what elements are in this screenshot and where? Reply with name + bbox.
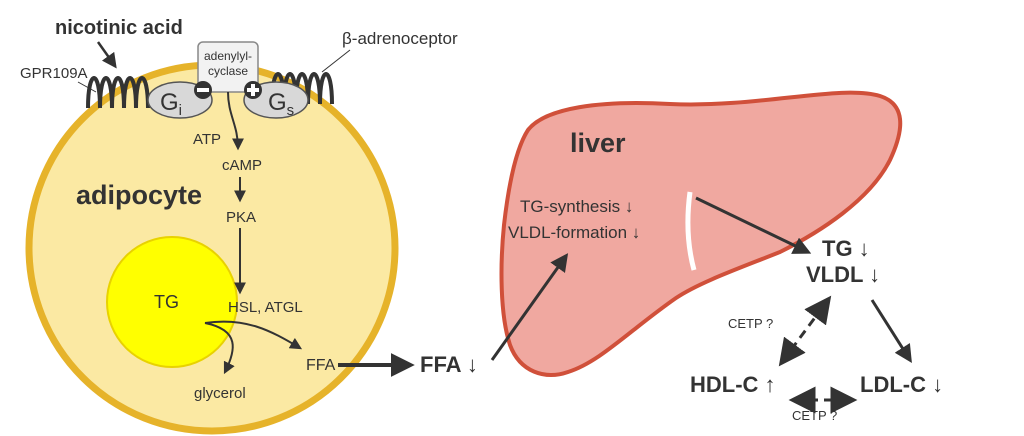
atp-label: ATP [193,131,221,148]
ffa-cell-label: FFA [306,357,336,374]
gpr109a-receptor [86,76,150,109]
gpr109a-label: GPR109A [20,65,88,82]
nicotinic-acid-arrow [96,41,117,69]
ldl-c-label: LDL-C ↓ [860,372,943,397]
cetp-label-1: CETP ? [728,316,773,331]
gi-label: Gi [160,89,182,119]
liver-shape [499,90,903,377]
vldl-plasma-label: VLDL ↓ [806,262,880,287]
tg-cell-label: TG [154,292,179,312]
vldl-formation-label: VLDL-formation ↓ [508,223,640,242]
nicotinic-acid-label: nicotinic acid [55,17,183,39]
liver-fissure [685,191,697,271]
cetp-vldl-hdl-arrow [778,295,832,367]
tg-synthesis-label: TG-synthesis ↓ [520,197,633,216]
adipocyte-cell [25,61,399,435]
hsl-atgl-label: HSL, ATGL [228,299,303,316]
stimulate-plus-icon [244,81,262,99]
liver-label: liver [570,128,626,158]
inhibit-minus-icon [194,81,212,99]
ffa-to-liver-arrow [490,253,569,361]
beta-adrenoceptor-label: β-adrenoceptor [342,29,458,48]
adenylyl-cyclase-label-1: adenylyl- [204,49,252,63]
adipocyte-label: adipocyte [76,180,202,210]
glycerol-label: glycerol [194,385,246,402]
tg-to-ffa-arrow [204,320,303,350]
hdl-c-label: HDL-C ↑ [690,372,776,397]
pka-label: PKA [226,209,256,226]
beta-adrenoceptor-leader-line [321,49,351,73]
cetp-label-2: CETP ? [792,408,837,423]
ffa-plasma-label: FFA ↓ [420,352,478,377]
atp-to-camp-arrow [227,91,244,151]
tg-to-glycerol-arrow [204,322,235,375]
adenylyl-cyclase-label-2: cyclase [208,64,248,78]
gs-label: Gs [268,89,294,119]
vldl-to-ldl-arrow [870,299,912,364]
camp-label: cAMP [222,157,262,174]
tg-plasma-label: TG ↓ [822,236,870,261]
tg-droplet [106,236,238,368]
liver-to-vldl-arrow [695,196,812,254]
gpr109a-leader-line [77,81,97,93]
